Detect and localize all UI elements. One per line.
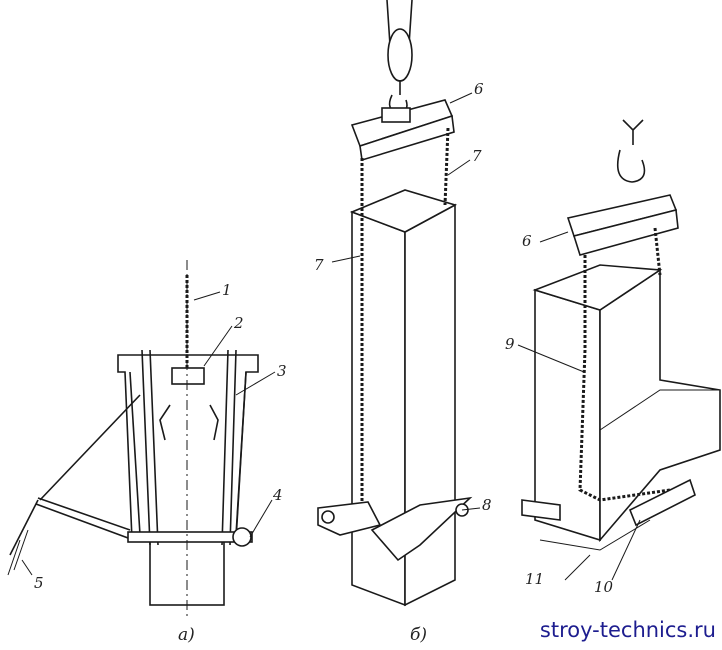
label-11: 11 — [525, 570, 544, 588]
clamp-10 — [628, 478, 696, 527]
label-5: 5 — [34, 574, 44, 592]
label-3: 3 — [277, 362, 287, 380]
label-8: 8 — [482, 496, 492, 514]
figure-v-l-block-sling — [521, 119, 721, 551]
label-7-b-left: 7 — [314, 256, 324, 274]
sling-7-right — [443, 127, 450, 206]
label-4: 4 — [272, 486, 283, 504]
clamp-8 — [317, 501, 382, 536]
bottom-bar-4 — [127, 531, 253, 543]
figure-b-traverse-sling — [317, 0, 473, 607]
label-7-b-right: 7 — [472, 147, 482, 165]
pulley-b — [387, 28, 413, 82]
figure-a-clamp-gripper — [7, 260, 259, 620]
label-6-v: 6 — [522, 232, 532, 250]
lever-5 — [35, 497, 131, 539]
label-10: 10 — [594, 578, 614, 596]
watermark: stroy-technics.ru — [539, 618, 716, 642]
label-9: 9 — [505, 335, 515, 353]
caption-a: а) — [178, 625, 195, 645]
label-2: 2 — [233, 314, 244, 332]
label-6-b: 6 — [474, 80, 484, 98]
clamp-11 — [521, 499, 561, 521]
caption-b: б) — [410, 625, 427, 645]
sling-9 — [578, 255, 671, 502]
shackle-2 — [171, 367, 205, 385]
leader-lines — [21, 92, 641, 581]
crane-hook-v — [616, 149, 646, 183]
label-1: 1 — [222, 281, 232, 299]
